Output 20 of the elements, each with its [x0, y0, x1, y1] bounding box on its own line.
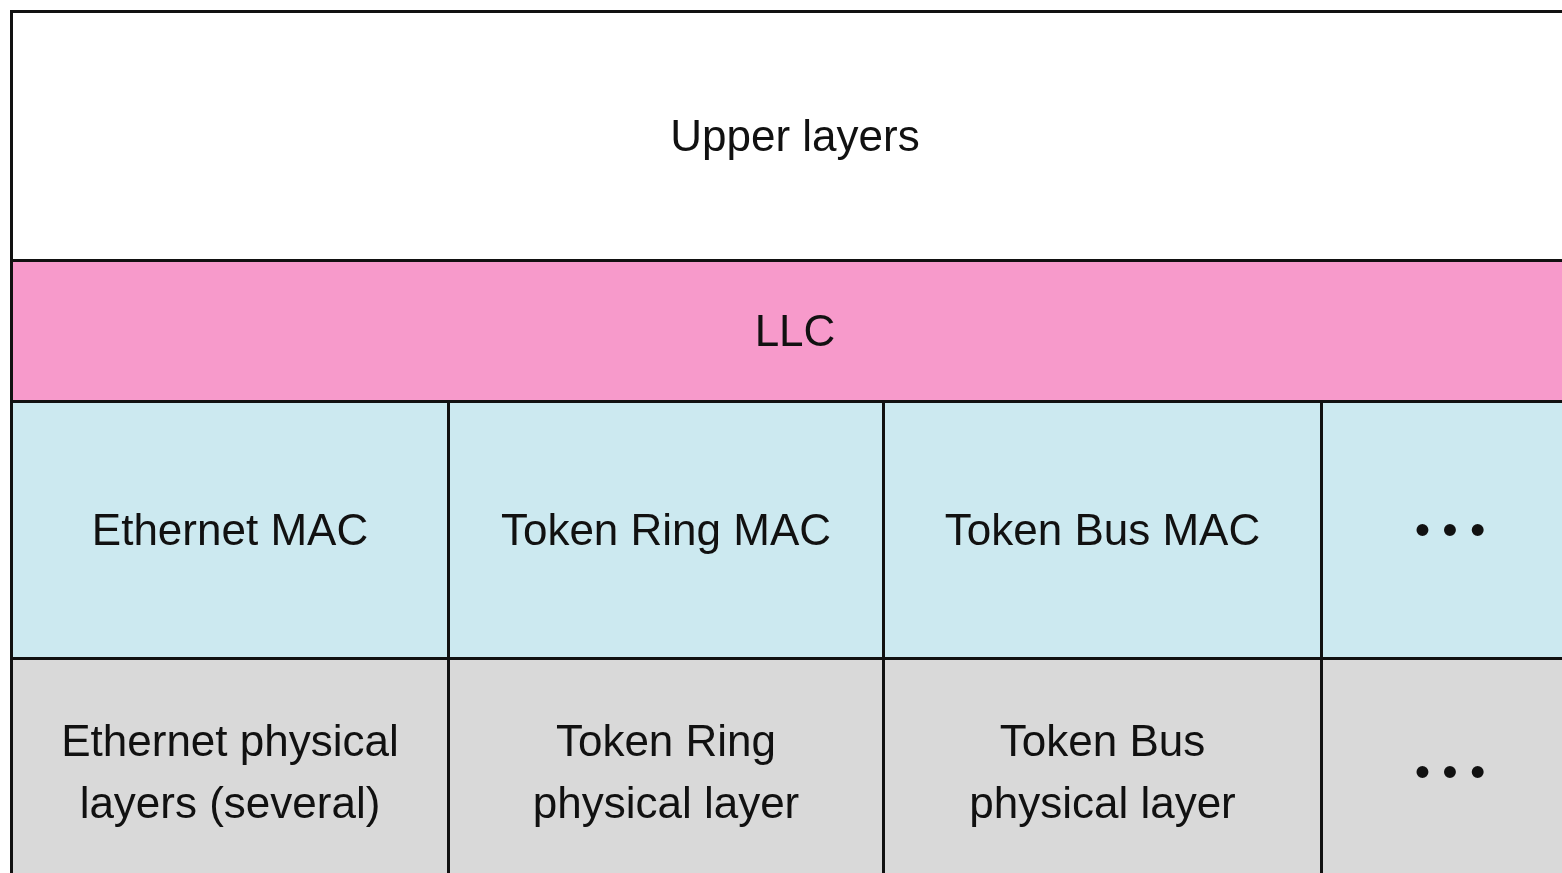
- layer-block: [10, 10, 1562, 262]
- layer-block: [447, 657, 885, 873]
- layer-label: Token Ring MAC: [500, 504, 832, 556]
- layer-block: [10, 259, 1562, 403]
- layer-label: Upper layers: [670, 110, 920, 162]
- layer-label: Token Bus physical layer: [968, 715, 1237, 829]
- layer-label: Token Ring physical layer: [531, 715, 801, 829]
- layer-block: [882, 657, 1323, 873]
- layer-block: [1320, 400, 1562, 660]
- layer-block: [447, 400, 885, 660]
- layer-block: [10, 400, 450, 660]
- layer-label: Token Bus MAC: [944, 504, 1261, 556]
- layer-label: • • •: [1414, 504, 1486, 556]
- layer-label: Ethernet MAC: [91, 504, 369, 556]
- layer-label: • • •: [1414, 746, 1486, 798]
- layer-block: [1320, 657, 1562, 873]
- layer-label: Ethernet physical layers (several): [60, 715, 400, 829]
- layer-label: LLC: [754, 305, 836, 357]
- layer-block: [882, 400, 1323, 660]
- layer-block: [10, 657, 450, 873]
